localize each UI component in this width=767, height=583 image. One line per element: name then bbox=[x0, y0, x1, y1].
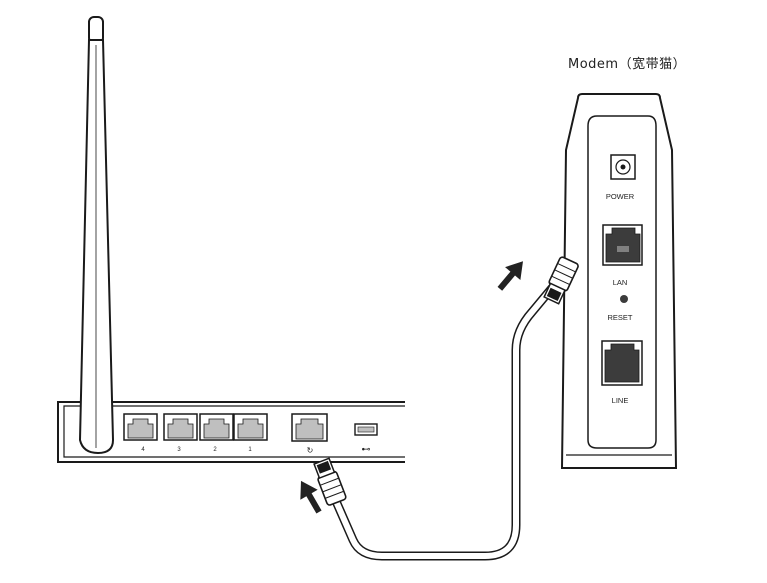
line-port[interactable] bbox=[601, 340, 643, 386]
antenna bbox=[78, 16, 115, 455]
modem: POWER LAN RESET LINE bbox=[560, 93, 678, 469]
reset-button[interactable] bbox=[620, 295, 628, 303]
lan-port-number-3: 3 bbox=[177, 447, 181, 453]
router-side-connector[interactable] bbox=[312, 457, 347, 506]
usb-port[interactable]: ⊷ bbox=[354, 423, 378, 454]
power-label: POWER bbox=[606, 192, 635, 201]
wan-port[interactable]: ↻ bbox=[291, 413, 328, 455]
power-jack[interactable] bbox=[610, 154, 636, 180]
lan-port-number-4: 4 bbox=[141, 447, 145, 453]
lan-port-1[interactable] bbox=[233, 413, 268, 441]
lan-label: LAN bbox=[613, 278, 628, 287]
reset-label: RESET bbox=[607, 313, 632, 322]
arrow-to-router bbox=[300, 480, 322, 514]
lan-port-2[interactable] bbox=[199, 413, 234, 441]
ethernet-cable bbox=[312, 256, 579, 561]
modem-side-connector[interactable] bbox=[542, 256, 579, 305]
wan-port-icon: ↻ bbox=[307, 446, 314, 455]
lan-port-4[interactable] bbox=[123, 413, 158, 441]
modem-caption: Modem（宽带猫） bbox=[568, 57, 687, 72]
modem-lan-port[interactable] bbox=[602, 224, 643, 266]
router-body-inner bbox=[63, 405, 405, 458]
cable-inner bbox=[329, 285, 555, 559]
router: 4 3 2 1 ↻ ⊷ bbox=[57, 16, 405, 463]
arrow-to-modem bbox=[497, 261, 523, 291]
line-label: LINE bbox=[612, 396, 629, 405]
lan-port-number-1: 1 bbox=[248, 447, 252, 453]
router-body bbox=[57, 401, 405, 463]
lan-port-number-2: 2 bbox=[213, 447, 217, 453]
usb-icon: ⊷ bbox=[362, 444, 371, 454]
lan-ports: 4 3 2 1 bbox=[123, 413, 268, 453]
lan-port-3[interactable] bbox=[163, 413, 198, 441]
